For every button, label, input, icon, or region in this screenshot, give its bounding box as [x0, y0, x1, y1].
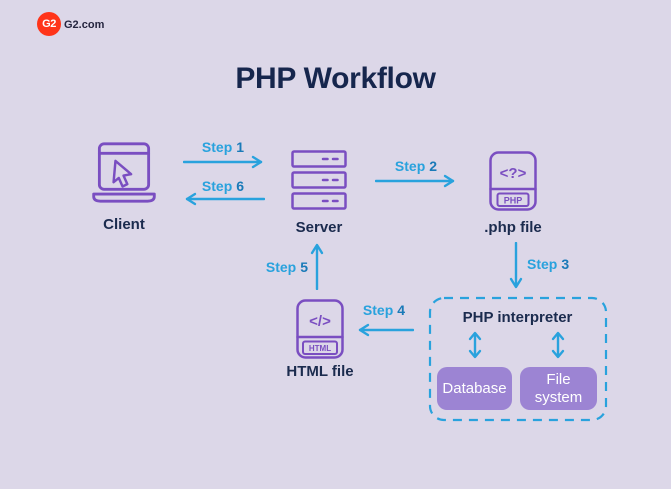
database-box: Database: [437, 367, 512, 410]
php-interpreter-box: [428, 296, 608, 422]
client-laptop-icon: [88, 140, 160, 214]
file-system-label: File system: [534, 371, 583, 406]
g2-logo-icon: G2: [37, 12, 61, 36]
php-file-label: .php file: [484, 219, 542, 236]
html-glyph: </>: [309, 313, 331, 330]
site-label: G2.com: [64, 19, 105, 31]
php-badge: PHP: [504, 196, 523, 206]
cursor-icon: [112, 159, 133, 188]
file-system-box: File system: [520, 367, 597, 410]
html-badge: HTML: [309, 344, 331, 353]
client-label: Client: [103, 216, 145, 233]
server-label: Server: [295, 219, 343, 236]
php-file-icon: <?> PHP: [489, 151, 537, 211]
step5-arrow: [310, 242, 324, 290]
step2-arrow: [375, 174, 457, 188]
database-double-arrow: [468, 330, 482, 360]
filesystem-double-arrow: [551, 330, 565, 360]
page-title: PHP Workflow: [235, 62, 436, 95]
php-glyph: <?>: [500, 165, 527, 182]
php-interpreter-label: PHP interpreter: [462, 309, 573, 326]
html-file-label: HTML file: [286, 363, 354, 380]
bottom-border: [0, 489, 671, 494]
step1-arrow: [183, 155, 265, 169]
step6-arrow: [183, 192, 265, 206]
step4-arrow: [356, 323, 414, 337]
step3-arrow: [509, 242, 523, 290]
html-file-icon: </> HTML: [296, 299, 344, 359]
g2-logo-text: G2: [42, 18, 56, 30]
server-icon: [291, 150, 347, 210]
database-label: Database: [442, 379, 507, 397]
